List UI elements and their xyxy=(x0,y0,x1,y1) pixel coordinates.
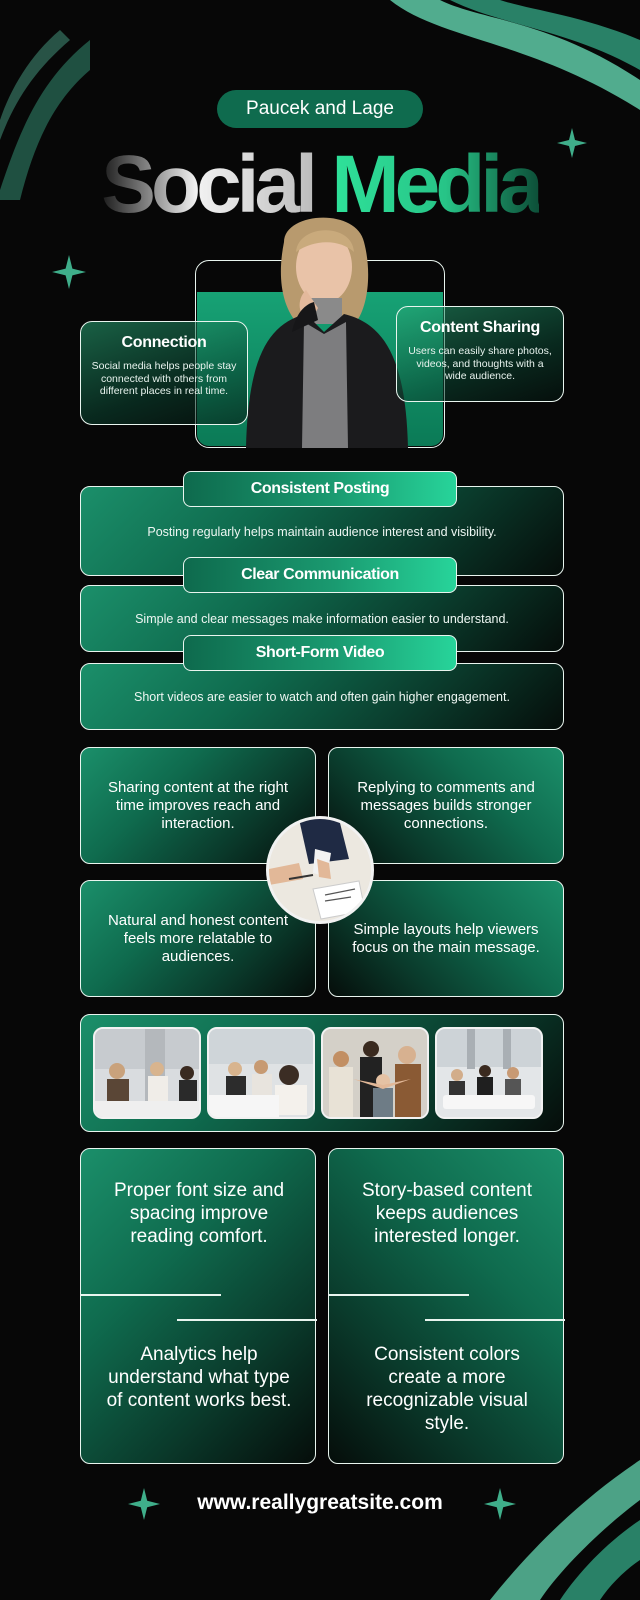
tip-tab-clear-communication: Clear Communication xyxy=(183,557,457,593)
team-meeting-photo xyxy=(207,1027,315,1119)
title-word-media: Media xyxy=(331,139,543,230)
quad-card-text: Natural and honest content feels more re… xyxy=(107,911,289,965)
divider-line xyxy=(425,1319,565,1321)
tip-text: Simple and clear messages make informati… xyxy=(135,612,509,626)
bottom-card-text-top: Story-based content keeps audiences inte… xyxy=(361,1180,533,1247)
team-meeting-photo xyxy=(321,1027,429,1119)
bottom-card-right: Story-based content keeps audiences inte… xyxy=(328,1148,565,1464)
feature-card-heading: Connection xyxy=(121,334,207,351)
bottom-card-text-bottom: Analytics help understand what type of c… xyxy=(106,1344,292,1411)
sparkle-icon xyxy=(484,1488,516,1520)
woman-portrait-image xyxy=(246,217,408,448)
footer-website-link[interactable]: www.reallygreatsite.com xyxy=(197,1491,443,1514)
feature-card-content-sharing: Content Sharing Users can easily share p… xyxy=(396,306,564,402)
tip-box-short-form-video: Short videos are easier to watch and oft… xyxy=(80,663,564,730)
feature-card-connection: Connection Social media helps people sta… xyxy=(80,321,248,425)
bottom-card-text-bottom: Consistent colors create a more recogniz… xyxy=(366,1344,528,1434)
swoosh-top-right-decoration xyxy=(390,0,640,110)
meeting-hands-circle-image xyxy=(266,816,374,924)
tip-text: Short videos are easier to watch and oft… xyxy=(134,690,510,704)
photo-strip xyxy=(80,1014,564,1132)
team-meeting-photo xyxy=(93,1027,201,1119)
swoosh-bottom-right-decoration xyxy=(490,1460,640,1600)
feature-card-text: Social media helps people stay connected… xyxy=(91,360,237,397)
quad-card-text: Sharing content at the right time improv… xyxy=(107,778,289,832)
sparkle-icon xyxy=(128,1488,160,1520)
swoosh-top-left-decoration xyxy=(0,30,90,200)
page-title: Social Media xyxy=(0,140,640,230)
quad-card-text: Replying to comments and messages builds… xyxy=(357,778,535,832)
team-meeting-photo xyxy=(435,1027,543,1119)
sparkle-icon xyxy=(52,255,86,289)
quad-card-simple-layouts: Simple layouts help viewers focus on the… xyxy=(328,880,564,997)
tip-tab-consistent-posting: Consistent Posting xyxy=(183,471,457,507)
feature-card-heading: Content Sharing xyxy=(420,319,540,336)
bottom-card-left: Proper font size and spacing improve rea… xyxy=(80,1148,317,1464)
divider-line xyxy=(81,1294,221,1296)
quad-card-replying: Replying to comments and messages builds… xyxy=(328,747,564,864)
sparkle-icon xyxy=(557,128,587,158)
divider-line xyxy=(177,1319,317,1321)
bottom-card-text-top: Proper font size and spacing improve rea… xyxy=(113,1180,285,1247)
tip-tab-short-form-video: Short-Form Video xyxy=(183,635,457,671)
feature-card-text: Users can easily share photos, videos, a… xyxy=(408,345,552,382)
brand-name-pill: Paucek and Lage xyxy=(217,90,423,128)
title-word-social: Social xyxy=(101,139,318,230)
tip-text: Posting regularly helps maintain audienc… xyxy=(147,525,497,539)
divider-line xyxy=(329,1294,469,1296)
quad-card-text: Simple layouts help viewers focus on the… xyxy=(352,920,540,956)
